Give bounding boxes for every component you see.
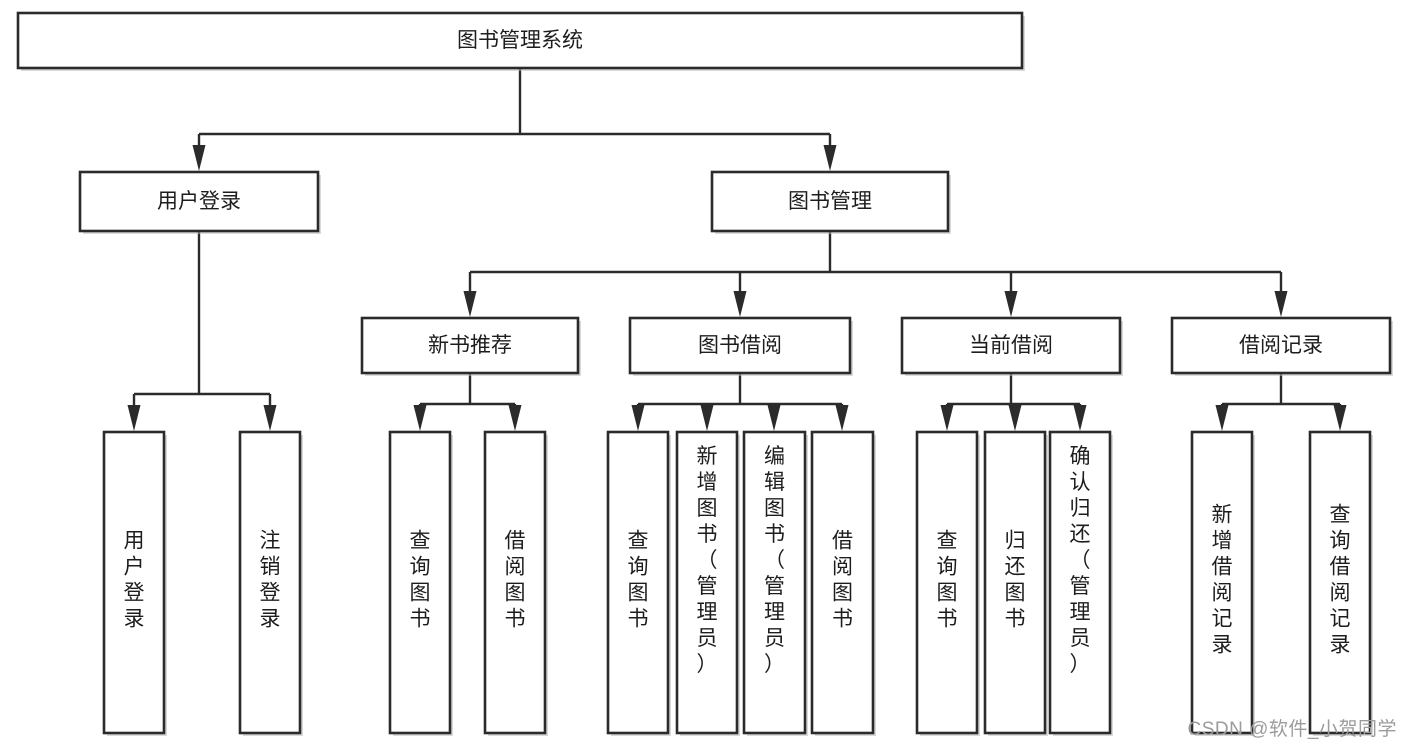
connector-arrowhead <box>1073 405 1087 431</box>
node-rect[interactable] <box>78 170 320 233</box>
node-book-borrow[interactable]: 图书借阅 <box>628 316 853 376</box>
node-leaf-query-book-cur[interactable]: 查询图书 <box>915 430 980 736</box>
connector-arrowhead <box>835 405 849 431</box>
node-rect[interactable] <box>1048 430 1112 735</box>
node-label: 注销登录 <box>260 529 281 630</box>
connector-arrowhead <box>1274 291 1288 317</box>
connector-arrowhead <box>508 405 522 431</box>
connector-group-current-borrow-to-leaves <box>940 373 1087 431</box>
node-leaf-add-book-admin[interactable]: 新增图书（管理员） <box>675 430 740 736</box>
node-rect[interactable] <box>388 430 452 735</box>
node-label: 借阅图书 <box>832 529 853 630</box>
node-rect[interactable] <box>628 316 852 375</box>
node-rect[interactable] <box>983 430 1047 735</box>
connector-group-user-login-to-leaves <box>127 231 277 431</box>
node-leaf-return-book[interactable]: 归还图书 <box>983 430 1048 736</box>
node-rect[interactable] <box>675 430 739 735</box>
connector-arrowhead <box>940 405 954 431</box>
node-leaf-add-borrow-record[interactable]: 新增借阅记录 <box>1190 430 1255 736</box>
connector-arrowhead <box>823 145 837 171</box>
node-rect[interactable] <box>1308 430 1372 735</box>
node-book-manage[interactable]: 图书管理 <box>710 170 951 234</box>
node-rect[interactable] <box>606 430 670 735</box>
node-leaf-edit-book-admin[interactable]: 编辑图书（管理员） <box>742 430 808 736</box>
connector-arrowhead <box>192 145 206 171</box>
connector-arrowhead <box>1215 405 1229 431</box>
connector-arrowhead <box>1333 405 1347 431</box>
node-current-borrow[interactable]: 当前借阅 <box>900 316 1123 376</box>
nodes-layer: 图书管理系统用户登录图书管理新书推荐图书借阅当前借阅借阅记录用户登录注销登录查询… <box>16 11 1393 736</box>
node-label: 新增借阅记录 <box>1212 503 1233 656</box>
node-leaf-borrow-book[interactable]: 借阅图书 <box>810 430 876 736</box>
node-label: 借阅图书 <box>505 529 526 630</box>
node-label: 归还图书 <box>1005 529 1026 630</box>
node-rect[interactable] <box>102 430 166 735</box>
connector-arrowhead <box>127 405 141 431</box>
connector-arrowhead <box>767 405 781 431</box>
node-label: 查询图书 <box>410 529 431 630</box>
node-rect[interactable] <box>742 430 807 735</box>
node-label: 图书管理系统 <box>457 29 583 52</box>
connector-group-borrow-record-to-leaves <box>1215 373 1347 431</box>
node-leaf-query-book-borrow[interactable]: 查询图书 <box>606 430 671 736</box>
connector-group-root-to-level2 <box>192 68 837 171</box>
connector-arrowhead <box>263 405 277 431</box>
connector-arrowhead <box>631 405 645 431</box>
node-rect[interactable] <box>810 430 875 735</box>
connector-arrowhead <box>1008 405 1022 431</box>
node-label: 查询图书 <box>937 529 958 630</box>
node-leaf-query-borrow-record[interactable]: 查询借阅记录 <box>1308 430 1373 736</box>
connector-arrowhead <box>1004 291 1018 317</box>
connector-arrowhead <box>700 405 714 431</box>
node-leaf-user-logout[interactable]: 注销登录 <box>238 430 303 736</box>
node-label: 图书借阅 <box>698 334 782 357</box>
node-borrow-record[interactable]: 借阅记录 <box>1170 316 1393 376</box>
node-label: 图书管理 <box>788 190 872 213</box>
node-user-login[interactable]: 用户登录 <box>78 170 321 234</box>
connector-arrowhead <box>463 291 477 317</box>
node-root[interactable]: 图书管理系统 <box>16 11 1025 71</box>
node-label: 新书推荐 <box>428 334 512 357</box>
node-label: 编辑图书（管理员） <box>764 445 785 676</box>
node-label: 新增图书（管理员） <box>697 445 718 676</box>
node-label: 查询图书 <box>628 529 649 630</box>
node-rect[interactable] <box>360 316 580 375</box>
node-rect[interactable] <box>1170 316 1392 375</box>
node-label: 用户登录 <box>157 190 241 213</box>
node-label: 确认归还（管理员） <box>1070 445 1091 676</box>
node-rect[interactable] <box>1190 430 1254 735</box>
node-rect[interactable] <box>915 430 979 735</box>
node-leaf-user-login[interactable]: 用户登录 <box>102 430 167 736</box>
node-rect[interactable] <box>16 11 1024 70</box>
node-label: 用户登录 <box>124 529 145 630</box>
node-label: 借阅记录 <box>1239 334 1323 357</box>
node-leaf-confirm-return-admin[interactable]: 确认归还（管理员） <box>1048 430 1113 736</box>
connector-group-book-borrow-to-leaves <box>631 373 849 431</box>
node-new-book-recommend[interactable]: 新书推荐 <box>360 316 581 376</box>
node-rect[interactable] <box>900 316 1122 375</box>
connector-arrowhead <box>733 291 747 317</box>
node-rect[interactable] <box>710 170 950 233</box>
connector-group-new-book-recommend-to-leaves <box>413 373 522 431</box>
node-rect[interactable] <box>238 430 302 735</box>
node-label: 当前借阅 <box>969 334 1053 357</box>
connector-group-book-manage-to-level3 <box>463 231 1288 317</box>
connector-arrowhead <box>413 405 427 431</box>
node-leaf-query-book-rec[interactable]: 查询图书 <box>388 430 453 736</box>
connectors-layer <box>127 68 1347 431</box>
node-leaf-borrow-book-rec[interactable]: 借阅图书 <box>483 430 548 736</box>
node-label: 查询借阅记录 <box>1330 503 1351 656</box>
node-rect[interactable] <box>483 430 547 735</box>
